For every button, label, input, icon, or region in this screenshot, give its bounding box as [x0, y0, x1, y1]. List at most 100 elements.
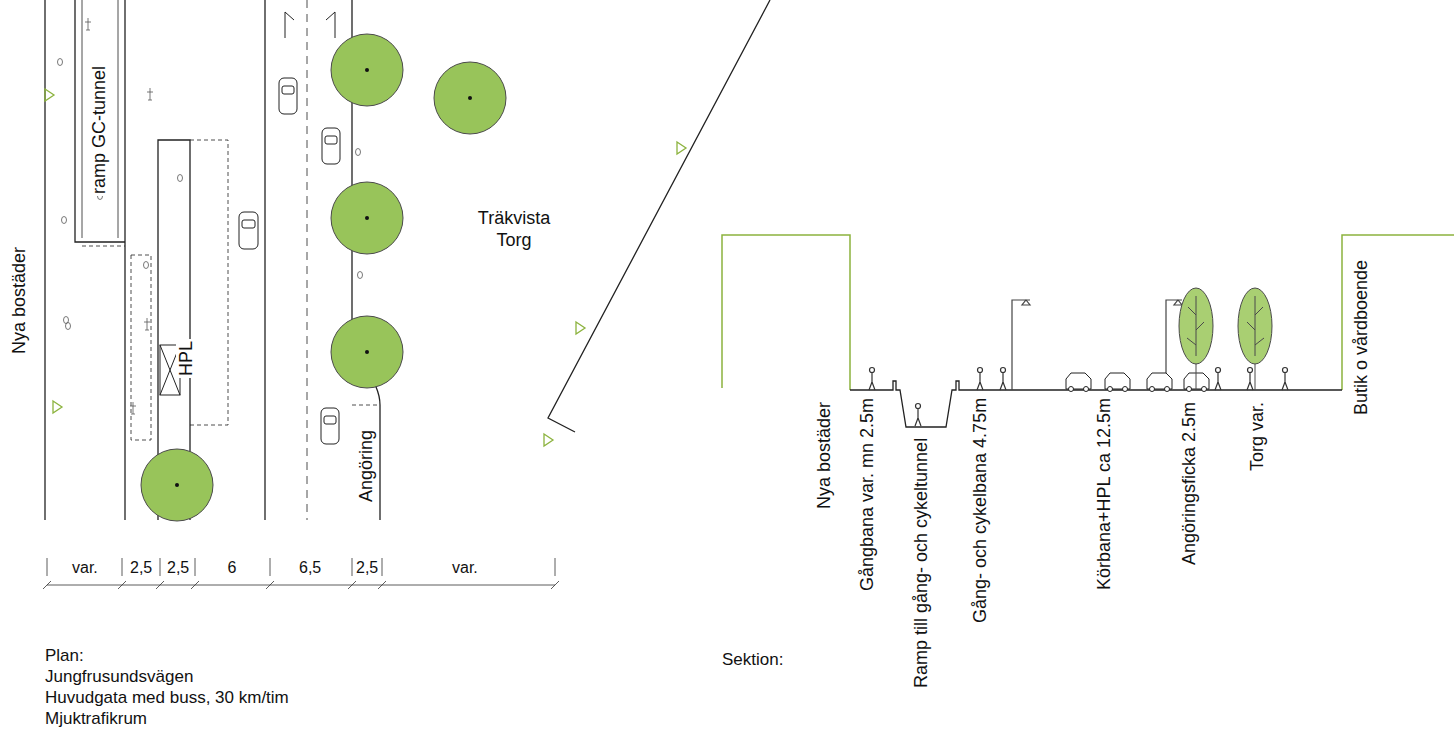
- view-arrow: [45, 89, 686, 446]
- section-cut-line: [548, 0, 770, 432]
- place-name: Träkvista Torg: [468, 208, 560, 251]
- plan-caption: Mjuktrafikrum: [43, 709, 149, 729]
- tree-plan: [141, 449, 213, 521]
- plan-caption: Jungfrusundsvägen: [43, 667, 195, 687]
- small-symbols: [130, 402, 136, 414]
- section-label: Torg var.: [1247, 400, 1269, 473]
- small-symbols: [356, 149, 361, 156]
- person-figure: [916, 404, 921, 409]
- plan-lines: [352, 405, 380, 406]
- section-label: Gångbana var. mn 2.5m: [857, 396, 879, 593]
- building-outline: [722, 235, 850, 390]
- small-symbols: [62, 217, 67, 224]
- section-label: Ramp till gång- och cykeltunnel: [911, 436, 933, 690]
- tree-centre: [365, 350, 369, 354]
- tree-centre: [175, 68, 472, 487]
- section-label: Gång- och cykelbana 4.75m: [970, 396, 992, 625]
- car-side: [1165, 387, 1170, 392]
- view-arrow: [677, 142, 686, 154]
- tree-centre: [175, 483, 179, 487]
- plan-lines: [190, 140, 228, 425]
- person-figure: [869, 373, 875, 390]
- lane-arrows: [285, 12, 335, 38]
- tree-plan: [141, 34, 506, 521]
- person-figure: [1283, 368, 1288, 373]
- car-topview: [279, 78, 297, 114]
- plan-lines: [82, 246, 125, 247]
- dimension: var.: [70, 558, 100, 577]
- car-side: [1150, 387, 1155, 392]
- car-topview: [324, 416, 336, 424]
- tree-plan: [331, 182, 403, 254]
- person-figure: [1001, 368, 1006, 373]
- section-label: Körbana+HPL ca 12.5m: [1094, 396, 1116, 592]
- car-side: [1084, 387, 1089, 392]
- car-topview: [321, 408, 339, 444]
- small-symbols: [85, 18, 91, 30]
- person-figure: [869, 368, 1288, 427]
- view-arrow: [53, 401, 62, 413]
- car-topview: [239, 212, 258, 249]
- dimension: 2,5: [128, 558, 154, 577]
- small-symbols: [178, 175, 183, 182]
- person-figure: [1216, 368, 1221, 373]
- plan-lines: [45, 0, 380, 520]
- lane-arrows: [285, 12, 294, 38]
- small-symbols: [144, 318, 150, 330]
- person-figure: [915, 409, 921, 426]
- dimension: 6,5: [297, 558, 323, 577]
- plan-caption: Huvudgata med buss, 30 km/tim: [43, 688, 291, 708]
- plan-lines: [131, 255, 151, 440]
- dimension-line: [47, 558, 555, 576]
- plan-lines: [75, 0, 125, 242]
- plan-lines: [124, 0, 125, 520]
- person-figure: [1247, 373, 1253, 390]
- small-symbols: [147, 88, 153, 100]
- section-label: Angöringsficka 2.5m: [1179, 400, 1201, 567]
- plan-lines: [82, 0, 83, 238]
- tree-centre: [365, 216, 369, 220]
- person-figure: [870, 368, 875, 373]
- small-symbols: [144, 262, 149, 269]
- street-lamp: [1012, 300, 1030, 390]
- person-figure: [1215, 373, 1221, 390]
- view-arrow: [576, 322, 585, 334]
- dimension-line: [43, 581, 559, 589]
- car-side: [1123, 387, 1128, 392]
- car-topview: [239, 78, 340, 444]
- car-topview: [325, 136, 337, 144]
- small-symbols: [58, 59, 63, 66]
- dimension: 2,5: [354, 558, 380, 577]
- person-figure: [1282, 373, 1288, 390]
- building-outline: [722, 235, 1454, 390]
- tree-centre: [468, 96, 472, 100]
- person-figure: [1248, 368, 1253, 373]
- small-symbols: [58, 18, 363, 414]
- section-caption: Sektion:: [720, 650, 785, 670]
- plan-label: Nya bostäder: [9, 244, 31, 355]
- car-side: [1187, 387, 1192, 392]
- car-side: [1066, 373, 1209, 392]
- plan-lines: [44, 0, 45, 520]
- tree-centre: [365, 68, 369, 72]
- plan-caption: Plan:: [43, 646, 86, 666]
- plan-label: ramp GC-tunnel: [89, 64, 111, 196]
- tree-plan: [331, 316, 403, 388]
- person-figure: [977, 373, 983, 390]
- view-arrow: [45, 89, 54, 101]
- section-label: Nya bostäder: [814, 400, 836, 511]
- dimension: var.: [450, 558, 480, 577]
- plan-lines: [264, 0, 265, 520]
- person-figure: [1000, 373, 1006, 390]
- dimension-line: [47, 585, 555, 586]
- tree-section: [1187, 296, 1264, 356]
- car-side: [1069, 387, 1074, 392]
- person-figure: [978, 368, 983, 373]
- street-lamp: [1012, 300, 1182, 390]
- view-arrow: [544, 434, 553, 446]
- tree-section: [1179, 288, 1272, 390]
- dimension-line: [43, 558, 559, 589]
- plan-lines: [307, 0, 308, 520]
